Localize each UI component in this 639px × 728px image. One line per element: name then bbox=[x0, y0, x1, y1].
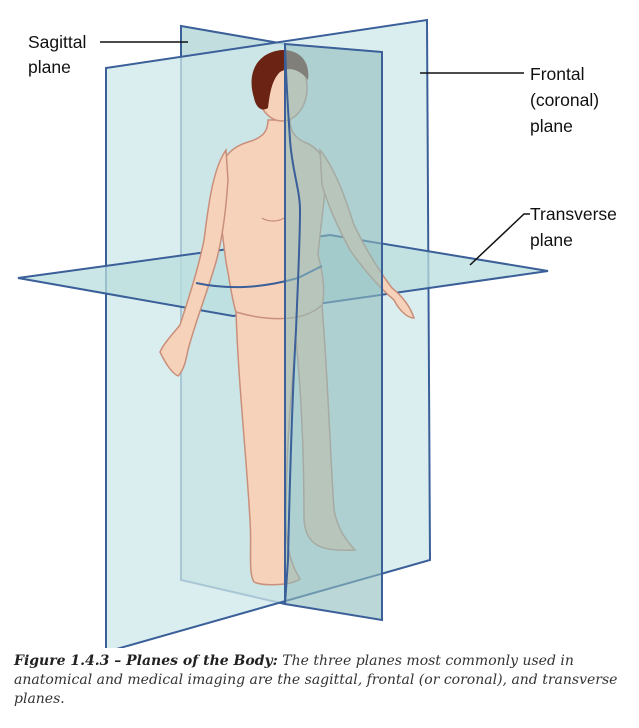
figure-left-arm bbox=[159, 147, 229, 377]
caption-title: Figure 1.4.3 – Planes of the Body: bbox=[14, 653, 278, 669]
figure-caption: Figure 1.4.3 – Planes of the Body: The t… bbox=[14, 652, 626, 709]
sagittal-label-line2: plane bbox=[28, 57, 71, 77]
transverse-label-line2: plane bbox=[530, 230, 573, 250]
transverse-label-line1: Transverse bbox=[530, 204, 617, 224]
sagittal-midline bbox=[284, 43, 302, 605]
caption-text: The three planes most commonly used in a… bbox=[14, 653, 618, 707]
figure-chest-line bbox=[261, 217, 285, 222]
sagittal-label-line1: Sagittal bbox=[28, 32, 86, 52]
frontal-label-line3: plane bbox=[530, 116, 573, 136]
planes-of-body-diagram: Sagittal plane Frontal (coronal) plane T… bbox=[17, 18, 617, 648]
frontal-label-line2: (coronal) bbox=[530, 90, 599, 110]
frontal-label-line1: Frontal bbox=[530, 64, 584, 84]
transverse-leader-line bbox=[469, 213, 530, 266]
sagittal-plane-front bbox=[284, 42, 383, 622]
